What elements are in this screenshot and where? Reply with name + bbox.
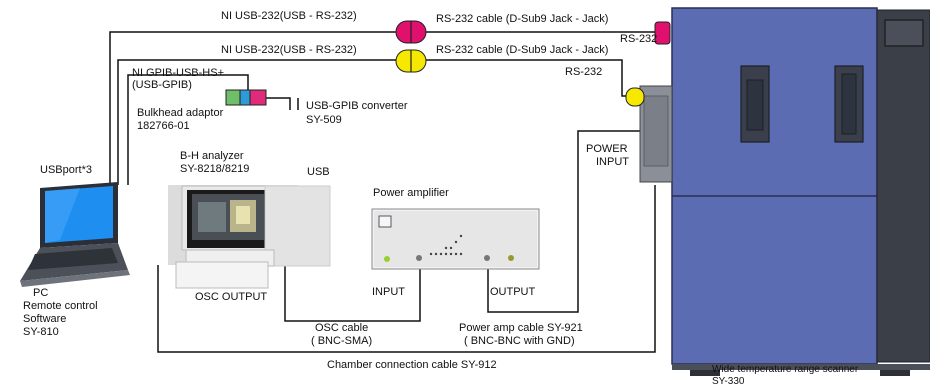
- bulkhead-line: [262, 97, 291, 110]
- pc-label-4: SY-810: [23, 326, 59, 338]
- ni-usb232-connector-1: [395, 20, 427, 44]
- ni-usb232-label-2: NI USB-232(USB - RS-232): [221, 44, 357, 56]
- chamber-cable: [157, 185, 656, 353]
- rs232-cable-2: [117, 59, 630, 185]
- power-input-label-2: INPUT: [596, 156, 629, 168]
- power-amp-cable: [487, 130, 640, 313]
- rs232-label-a: RS-232: [620, 33, 658, 45]
- pc-label-2: Remote control: [23, 300, 98, 312]
- output-label: OUTPUT: [490, 286, 536, 298]
- power-amp-cable-label-1: Power amp cable SY-921: [459, 322, 583, 334]
- gpib-cable: [127, 74, 249, 185]
- ni-usb232-connector-2: [395, 49, 427, 73]
- pc-label-3: Software: [23, 313, 67, 325]
- bh-analyzer-label-1: B-H analyzer: [180, 150, 244, 162]
- osc-cable: [284, 258, 421, 322]
- usb-gpib-label-2: SY-509: [306, 114, 342, 126]
- usb-label: USB: [307, 166, 330, 178]
- temperature-chamber: [625, 7, 930, 376]
- rs232-label-b: RS-232: [565, 66, 603, 78]
- osc-output-label: OSC OUTPUT: [195, 291, 268, 303]
- rs232-cable-label-2: RS-232 cable (D-Sub9 Jack - Jack): [436, 44, 609, 56]
- pc-label-1: PC: [33, 287, 49, 299]
- power-input-label-1: POWER: [586, 143, 628, 155]
- usb-gpib-label-1: USB-GPIB converter: [306, 100, 408, 112]
- bulkhead-label-1: Bulkhead adaptor: [137, 107, 224, 119]
- bh-analyzer-label-2: SY-8218/8219: [180, 163, 250, 175]
- power-amp-cable-label-2: ( BNC-BNC with GND): [464, 335, 575, 347]
- osc-cable-label-2: ( BNC-SMA): [311, 335, 373, 347]
- power-amplifier: [371, 208, 540, 270]
- usbport-label: USBport*3: [40, 164, 92, 176]
- bulkhead-label-2: 182766-01: [137, 120, 190, 132]
- scanner-label-2: SY-330: [712, 376, 745, 387]
- chamber-rs232-port-magenta: [654, 21, 671, 45]
- input-label: INPUT: [372, 286, 405, 298]
- bulkhead-adaptor: [225, 89, 267, 106]
- laptop-pc: [20, 182, 130, 287]
- power-amplifier-label: Power amplifier: [373, 187, 449, 199]
- osc-cable-label-1: OSC cable: [315, 322, 369, 334]
- bh-analyzer: [168, 185, 331, 289]
- ni-gpib-label-1: NI GPIB-USB-HS+: [132, 67, 224, 79]
- ni-gpib-label-2: (USB-GPIB): [132, 79, 192, 91]
- chamber-cable-label: Chamber connection cable SY-912: [327, 359, 497, 371]
- rs232-cable-label-1: RS-232 cable (D-Sub9 Jack - Jack): [436, 13, 609, 25]
- scanner-label-1: Wide temperature range scanner: [712, 364, 859, 375]
- ni-usb232-label-1: NI USB-232(USB - RS-232): [221, 10, 357, 22]
